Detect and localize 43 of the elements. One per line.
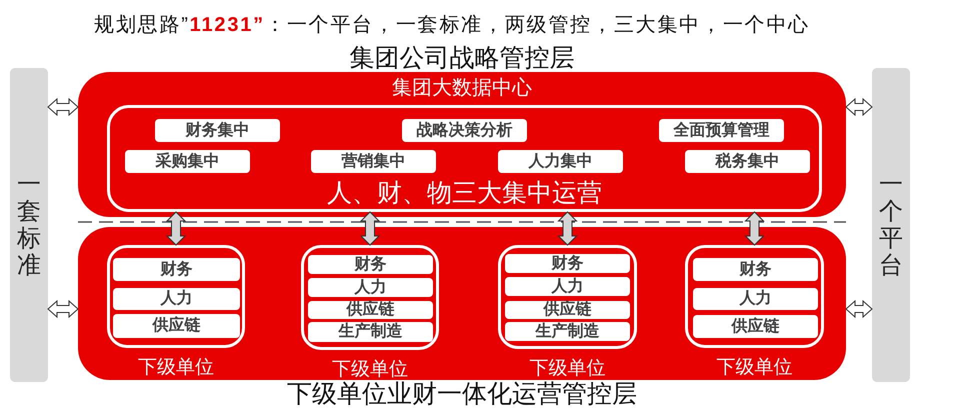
double-arrow: [166, 211, 186, 246]
double-arrow: [47, 300, 79, 318]
title-text: 规划思路”11231”：一个平台，一套标准，两级管控，三大集中，一个中心: [94, 14, 810, 36]
function-tag: 税务集中: [685, 150, 810, 173]
unit-caption: 下级单位: [530, 357, 606, 381]
double-arrow: [360, 211, 380, 246]
side-band: [872, 68, 910, 382]
function-tag: 财务: [505, 254, 630, 273]
double-arrow: [845, 300, 873, 318]
function-tag: 人力: [308, 278, 433, 297]
function-tag: 生产制造: [308, 322, 433, 342]
function-tag: 财务: [693, 258, 818, 281]
double-arrow: [557, 211, 578, 246]
double-arrow: [845, 98, 873, 116]
panel-title: 集团大数据中心: [392, 76, 532, 100]
function-tag: 财务集中: [155, 119, 280, 142]
unit-caption: 下级单位: [138, 356, 214, 380]
frame-caption: 人、财、物三大集中运营: [327, 179, 602, 207]
function-tag: 人力: [505, 277, 630, 296]
function-tag: 全面预算管理: [659, 119, 784, 142]
layer-heading: 下级单位业财一体化运营管控层: [287, 380, 637, 409]
function-tag: 营销集中: [311, 150, 436, 173]
function-tag: 采购集中: [125, 150, 250, 173]
function-tag: 生产制造: [505, 322, 630, 341]
unit-caption: 下级单位: [332, 358, 408, 381]
function-tag: 供应链: [505, 301, 630, 319]
function-tag: 财务: [308, 255, 433, 274]
double-arrow: [47, 98, 79, 116]
inner-frame: [107, 105, 822, 212]
unit-caption: 下级单位: [716, 356, 792, 380]
function-tag: 供应链: [693, 315, 818, 338]
function-tag: 供应链: [308, 301, 433, 319]
function-tag: 供应链: [113, 314, 240, 338]
function-tag: 财务: [113, 258, 240, 281]
function-tag: 人力集中: [498, 150, 623, 173]
double-arrow: [744, 211, 765, 246]
function-tag: 战略决策分析: [402, 119, 527, 142]
function-tag: 人力: [693, 288, 818, 310]
layer-heading: 集团公司战略管控层: [350, 44, 574, 72]
side-band: [10, 68, 48, 382]
band-label: 一个平台: [878, 171, 904, 279]
function-tag: 人力: [113, 288, 240, 310]
band-label: 一套标准: [16, 171, 42, 279]
